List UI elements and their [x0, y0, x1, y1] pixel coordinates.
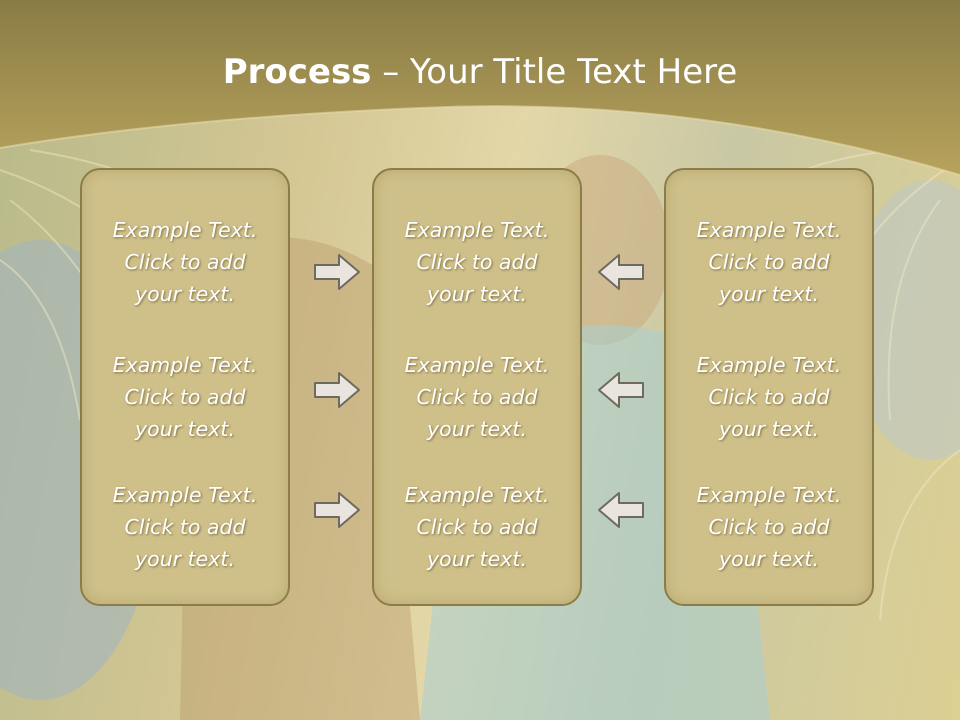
text-line: Example Text.	[112, 483, 258, 507]
right-arrow-icon[interactable]	[313, 370, 361, 410]
text-line: your text.	[719, 547, 819, 571]
text-line: Example Text.	[404, 218, 550, 242]
text-line: Example Text.	[404, 483, 550, 507]
text-line: Example Text.	[696, 353, 842, 377]
text-line: your text.	[427, 547, 527, 571]
text-placeholder[interactable]: Example Text. Click to add your text.	[666, 214, 872, 310]
text-placeholder[interactable]: Example Text. Click to add your text.	[82, 349, 288, 445]
text-line: Example Text.	[112, 218, 258, 242]
text-placeholder[interactable]: Example Text. Click to add your text.	[82, 479, 288, 575]
text-line: Click to add	[124, 515, 246, 539]
title-rest-part: – Your Title Text Here	[371, 52, 738, 92]
text-line: Example Text.	[696, 483, 842, 507]
slide-title[interactable]: Process – Your Title Text Here	[0, 52, 960, 92]
process-box-left[interactable]: Example Text. Click to add your text. Ex…	[80, 168, 290, 606]
right-arrow-icon[interactable]	[313, 252, 361, 292]
text-line: your text.	[719, 417, 819, 441]
text-line: Click to add	[708, 385, 830, 409]
title-bold-part: Process	[222, 52, 372, 92]
text-line: your text.	[427, 282, 527, 306]
text-line: your text.	[135, 417, 235, 441]
text-placeholder[interactable]: Example Text. Click to add your text.	[374, 349, 580, 445]
left-arrow-icon[interactable]	[597, 252, 645, 292]
process-box-center[interactable]: Example Text. Click to add your text. Ex…	[372, 168, 582, 606]
text-placeholder[interactable]: Example Text. Click to add your text.	[666, 479, 872, 575]
text-line: Click to add	[708, 515, 830, 539]
text-line: your text.	[719, 282, 819, 306]
text-line: your text.	[135, 282, 235, 306]
text-placeholder[interactable]: Example Text. Click to add your text.	[666, 349, 872, 445]
text-line: your text.	[135, 547, 235, 571]
text-line: Example Text.	[404, 353, 550, 377]
text-line: Click to add	[708, 250, 830, 274]
text-placeholder[interactable]: Example Text. Click to add your text.	[374, 214, 580, 310]
process-box-right[interactable]: Example Text. Click to add your text. Ex…	[664, 168, 874, 606]
text-line: Click to add	[124, 250, 246, 274]
text-placeholder[interactable]: Example Text. Click to add your text.	[82, 214, 288, 310]
text-line: Click to add	[124, 385, 246, 409]
right-arrow-icon[interactable]	[313, 490, 361, 530]
text-line: Example Text.	[696, 218, 842, 242]
text-placeholder[interactable]: Example Text. Click to add your text.	[374, 479, 580, 575]
text-line: Example Text.	[112, 353, 258, 377]
text-line: Click to add	[416, 385, 538, 409]
left-arrow-icon[interactable]	[597, 370, 645, 410]
text-line: Click to add	[416, 515, 538, 539]
text-line: your text.	[427, 417, 527, 441]
left-arrow-icon[interactable]	[597, 490, 645, 530]
text-line: Click to add	[416, 250, 538, 274]
